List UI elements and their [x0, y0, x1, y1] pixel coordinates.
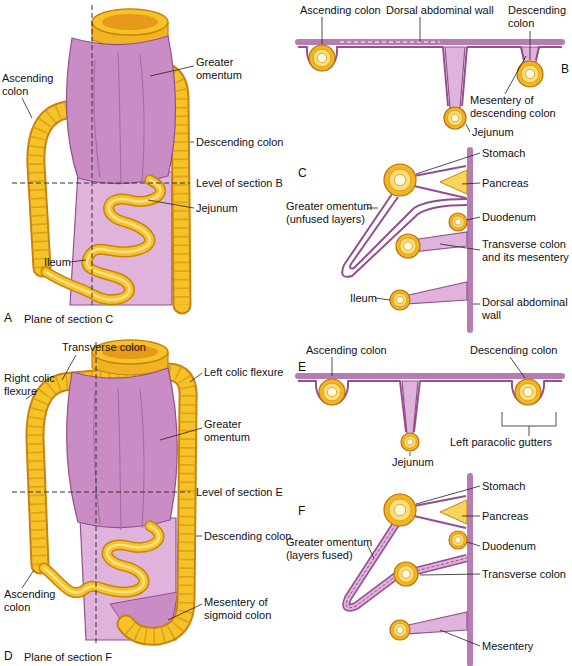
panel-f-section	[404, 612, 467, 634]
panel-a-drawing	[102, 14, 158, 30]
panel-c-section	[467, 150, 473, 330]
part-label: Stomach	[482, 480, 525, 493]
panel-a-drawing	[92, 9, 168, 35]
part-label: Mesentery of sigmoid colon	[204, 596, 288, 622]
panel-c-section	[440, 170, 467, 194]
part-label: Stomach	[482, 147, 525, 160]
panel-b-section	[444, 107, 466, 129]
panel-c-section	[396, 234, 420, 258]
panel-f-section	[394, 562, 418, 586]
leader-lines	[22, 66, 194, 262]
panel-letter: F	[298, 504, 305, 518]
panel-d-drawing	[44, 526, 159, 593]
part-label: Descending colon	[508, 4, 570, 30]
panel-d-drawing	[44, 526, 159, 593]
part-label: Transverse colon	[62, 341, 146, 354]
panel-c-section	[342, 150, 470, 330]
part-label: Right colic flexure	[4, 372, 66, 398]
leader-lines	[368, 153, 480, 304]
part-label: Mesentery	[482, 640, 533, 653]
part-label: Transverse colon and its mesentery	[482, 238, 570, 264]
panel-c-section	[412, 232, 467, 252]
panel-letter: D	[4, 649, 13, 663]
part-label: Ascending colon	[4, 588, 62, 614]
panel-c-section	[414, 166, 466, 198]
part-label: Duodenum	[482, 540, 536, 553]
panel-c-section	[404, 282, 467, 304]
part-label: Greater omentum (unfused layers)	[286, 200, 376, 226]
panel-b-section	[340, 41, 440, 42]
part-label: Pancreas	[482, 510, 528, 523]
panel-a-drawing	[46, 180, 160, 300]
panel-f-section	[390, 620, 410, 640]
part-label: Dorsal abdominal wall	[482, 296, 570, 322]
panel-b-section	[298, 39, 562, 45]
part-label: Descending colon	[470, 344, 557, 357]
panel-f-section	[414, 496, 466, 528]
part-label: Ileum	[44, 256, 71, 269]
part-label: Dorsal abdominal wall	[386, 4, 494, 17]
panel-b-section	[309, 45, 335, 71]
part-label: Mesentery of descending colon	[470, 94, 566, 120]
part-label: Ascending colon	[300, 4, 381, 17]
panel-e-section	[319, 379, 345, 405]
section-label: Level of section E	[196, 486, 283, 499]
panel-a-drawing	[94, 52, 144, 184]
part-label: Ascending colon	[2, 72, 60, 98]
panel-a-drawing	[12, 5, 190, 305]
leader-lines	[22, 355, 202, 620]
part-label: Descending colon	[196, 136, 283, 149]
part-label: Greater omentum	[196, 56, 256, 82]
panel-f-section	[440, 500, 467, 524]
panel-letter: E	[298, 360, 306, 374]
part-label: Left colic flexure	[204, 366, 283, 379]
panel-e-section	[401, 433, 419, 451]
part-label: Greater omentum	[204, 418, 264, 444]
panel-e-section	[298, 376, 562, 451]
part-label: Duodenum	[482, 211, 536, 224]
leader-lines	[22, 17, 530, 646]
part-label: Greater omentum (layers fused)	[286, 536, 376, 562]
panel-letter: C	[298, 166, 307, 180]
panel-letter: A	[4, 311, 12, 325]
panel-f-section	[449, 531, 467, 549]
part-label: Jejunum	[392, 456, 434, 469]
part-label: Ileum	[350, 292, 377, 305]
part-label: Jejunum	[472, 126, 514, 139]
panel-letter: B	[561, 62, 569, 76]
panel-f-section	[467, 476, 473, 664]
section-label: Plane of section F	[24, 651, 112, 664]
panel-c-section	[384, 164, 416, 196]
part-label: Ascending colon	[306, 344, 387, 357]
section-label: Plane of section C	[24, 313, 113, 326]
panel-e-section	[502, 412, 556, 436]
part-label: Jejunum	[196, 202, 238, 215]
panel-d-drawing	[94, 388, 144, 530]
panel-a-drawing	[12, 5, 190, 305]
panel-c-section	[390, 290, 410, 310]
panel-c-section	[449, 213, 467, 231]
panel-a-drawing	[46, 180, 160, 300]
panel-f-section	[346, 476, 470, 664]
panel-a-drawing	[67, 36, 176, 184]
part-label: Descending colon	[204, 530, 291, 543]
panel-e-section	[515, 379, 541, 405]
leader-lines	[368, 486, 480, 646]
section-label: Level of section B	[196, 177, 283, 190]
panel-f-section	[384, 494, 416, 526]
part-label: Left paracolic gutters	[450, 436, 552, 449]
panel-d-drawing	[67, 368, 178, 528]
part-label: Transverse colon	[482, 568, 566, 581]
part-label: Pancreas	[482, 177, 528, 190]
panel-a-drawing	[46, 180, 160, 300]
panel-d-drawing	[44, 526, 159, 593]
